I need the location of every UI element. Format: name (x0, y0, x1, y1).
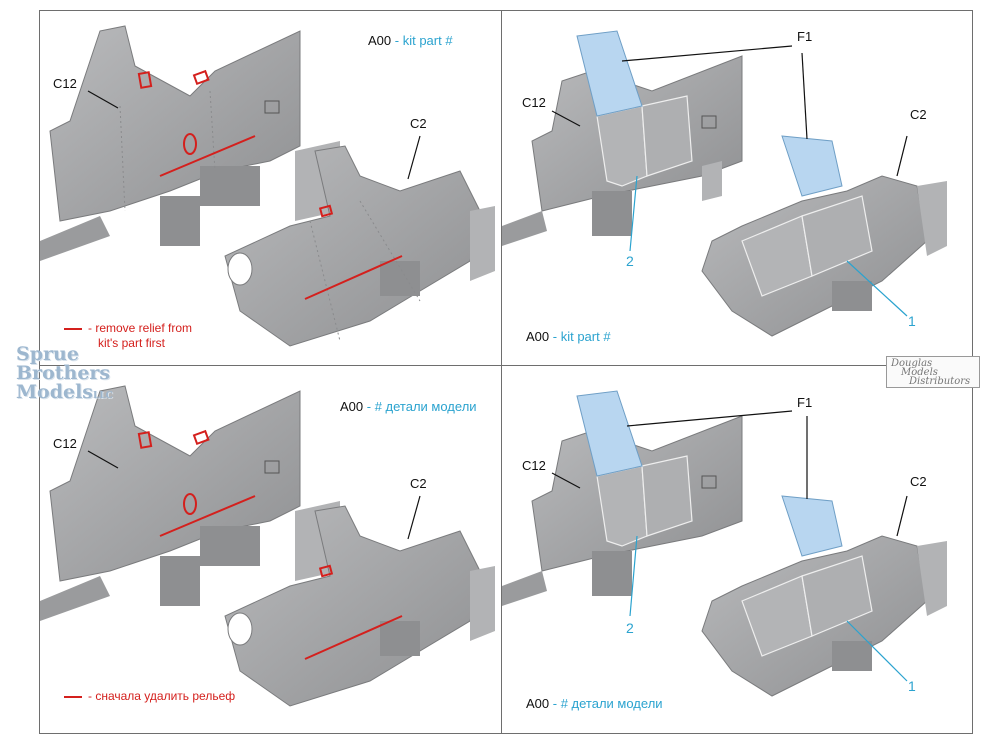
kit-ref-text: - # детали модели (552, 696, 663, 711)
label-c12: C12 (522, 458, 546, 473)
number-2: 2 (626, 253, 634, 269)
relief-legend-text-1: - remove relief from (88, 321, 193, 335)
relief-legend-text: - сначала удалить рельеф (88, 689, 236, 703)
photoetch-part-1 (741, 555, 873, 657)
photoetch-part-1 (741, 195, 873, 297)
kit-parts-illustration (40, 25, 495, 347)
kit-ref-code: A00 (526, 696, 550, 711)
label-c12: C12 (53, 76, 77, 91)
clear-part-f1-upper (576, 390, 643, 477)
leader-num-2 (629, 535, 638, 617)
relief-legend: - сначала удалить рельеф (64, 689, 235, 703)
relief-marks-c2 (304, 564, 403, 660)
label-c2: C2 (410, 116, 427, 131)
panel-top-left: A00 - kit part # C12 C2 - remove relief … (40, 11, 501, 365)
leader-c2 (407, 495, 421, 540)
relief-legend-dash (64, 327, 82, 330)
clear-part-f1-upper (576, 30, 643, 117)
logo-line-2: Brothers (16, 362, 111, 384)
kit-ref-text: - kit part # (552, 329, 611, 344)
panel-bottom-right: F1 C12 C2 2 1 A00 - # детали модели (502, 366, 972, 733)
leader-c2 (407, 135, 421, 180)
relief-marks-c12 (137, 429, 256, 537)
leader-f1-a (621, 45, 793, 62)
clear-part-f1-lower (781, 495, 843, 557)
kit-ref-text: - # детали модели (366, 399, 477, 414)
leader-c12 (551, 472, 581, 489)
leader-f1-b (801, 52, 808, 140)
label-f1: F1 (797, 29, 813, 44)
logo-line-1: Sprue (16, 343, 79, 365)
kit-ref-code: A00 (340, 399, 364, 414)
relief-legend-dash (64, 695, 82, 698)
label-c2: C2 (410, 476, 427, 491)
leader-num-2 (629, 175, 638, 252)
douglas-models-logo: Douglas Models Distributors (886, 356, 980, 388)
dmd-line-3: Distributors (909, 376, 971, 387)
number-1: 1 (908, 313, 916, 329)
leader-num-1 (846, 260, 908, 317)
label-c12: C12 (522, 95, 546, 110)
label-c2: C2 (910, 474, 927, 489)
kit-ref-note: A00 - kit part # (526, 329, 611, 344)
kit-parts-illustration (40, 385, 495, 707)
clear-part-f1-lower (781, 135, 843, 197)
vertical-divider (501, 10, 502, 734)
dmd-line-1: Douglas (891, 358, 933, 369)
photoetch-part-2 (596, 95, 693, 187)
leader-c12 (87, 450, 119, 469)
dmd-line-2: Models (901, 367, 938, 378)
panel-bottom-left: A00 - # детали модели C12 C2 - сначала у… (40, 366, 501, 733)
relief-legend: - remove relief from (64, 321, 192, 335)
kit-ref-note: A00 - # детали модели (340, 399, 477, 414)
kit-ref-code: A00 (368, 33, 392, 48)
number-2: 2 (626, 620, 634, 636)
leader-c12 (87, 90, 119, 109)
kit-ref-code: A00 (526, 329, 550, 344)
leader-c2 (896, 135, 908, 177)
kit-ref-note: A00 - kit part # (368, 33, 453, 48)
label-c12: C12 (53, 436, 77, 451)
label-c2: C2 (910, 107, 927, 122)
relief-marks-c2 (304, 204, 403, 300)
panel-top-right: F1 C12 C2 2 1 A00 - kit part # (502, 11, 972, 365)
photoetch-placement-illustration (502, 30, 947, 337)
relief-marks-c12 (137, 69, 256, 177)
kit-ref-note: A00 - # детали модели (526, 696, 663, 711)
label-f1: F1 (797, 395, 813, 410)
sprue-brothers-logo: Sprue Brothers ModelsLLC (16, 345, 116, 405)
number-1: 1 (908, 678, 916, 694)
horizontal-divider (39, 365, 973, 366)
leader-f1-a (626, 410, 793, 427)
leader-num-1 (846, 620, 908, 682)
kit-ref-text: - kit part # (394, 33, 453, 48)
logo-line-3: Models (16, 381, 93, 403)
part-c2 (224, 145, 495, 347)
logo-suffix: LLC (93, 391, 113, 401)
leader-c2 (896, 495, 908, 537)
part-c2 (224, 505, 495, 707)
relief-legend-line2: kit's part first (98, 336, 165, 350)
leader-c12 (551, 110, 581, 127)
photoetch-placement-illustration (502, 390, 947, 697)
photoetch-part-2 (596, 455, 693, 547)
